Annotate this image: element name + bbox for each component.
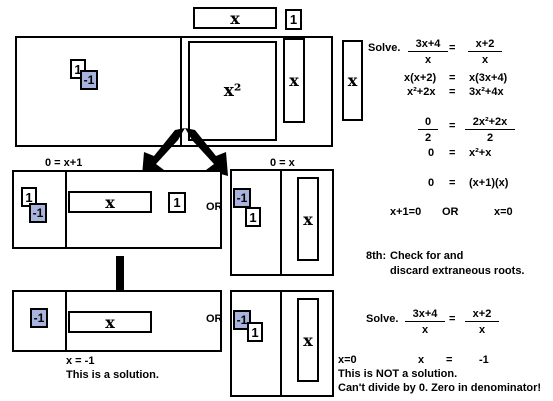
solve1-line5-left: 0	[428, 147, 435, 159]
x-tile-vertical-area-label: x	[289, 71, 299, 90]
neg-one-tile-bottom-right-label: -1	[236, 313, 248, 327]
x-tile-right-eq: x	[297, 177, 319, 261]
x-tile-top-label: x	[230, 8, 240, 28]
solve1-frac-left-den: x	[424, 54, 432, 66]
check-line1: Check for and	[390, 250, 464, 262]
solve1-line6-right: (x+1)(x)	[469, 177, 509, 189]
solve1-roots-or: OR	[442, 206, 459, 218]
x-tile-right-eq-label: x	[303, 209, 313, 229]
solve1-title: Solve.	[368, 42, 401, 54]
check-line2: discard extraneous roots.	[390, 265, 525, 277]
solve1-line4-right: 2x²+2x 2	[465, 116, 515, 145]
x-tile-bottom-left: x	[68, 311, 152, 333]
x-tile-vertical-area: x	[283, 38, 305, 123]
neg-one-tile-left-eq-label: -1	[32, 206, 44, 220]
solve2-frac-left-num: 3x+4	[405, 308, 445, 322]
solve2-frac-right-den: x	[478, 324, 486, 336]
solve1-roots-left: x+1=0	[390, 206, 422, 218]
neg-one-tile-area: -1	[80, 70, 98, 90]
area-model-large	[15, 36, 333, 147]
neg-one-tile-right-eq-label: -1	[236, 191, 248, 205]
one-tile-right-eq: 1	[245, 207, 261, 227]
solve2-frac-left-den: x	[421, 324, 429, 336]
solve2-equals: =	[449, 313, 456, 325]
solve1-equals: =	[449, 42, 456, 54]
solve1-frac-right: x+2 x	[468, 38, 502, 67]
one-tile-left-eq-label: 1	[25, 189, 33, 205]
neg-one-tile-left-eq: -1	[29, 203, 47, 223]
bottom-check-not-solution: This is NOT a solution.	[338, 368, 458, 380]
solve1-line2-eq: =	[449, 72, 456, 84]
solve1-line5-eq: =	[449, 147, 456, 159]
solve1-line4-left-den: 2	[424, 132, 432, 144]
solve2-title: Solve.	[366, 313, 399, 325]
solve1-line4-left: 0 2	[418, 116, 438, 145]
solve1-line4-eq: =	[449, 120, 456, 132]
solve1-line4-right-den: 2	[486, 132, 494, 144]
solve1-line2-left: x(x+2)	[404, 72, 437, 84]
bottom-left-divider	[65, 290, 67, 352]
one-tile-right-eq-label: 1	[249, 209, 257, 225]
x-tile-vertical-side-label: x	[347, 71, 358, 90]
solve1-line4-right-num: 2x²+2x	[465, 116, 515, 130]
x-tile-bottom-right: x	[297, 298, 319, 382]
bottom-check-x: x	[418, 354, 425, 366]
solve1-line3-eq: =	[449, 86, 456, 98]
bottom-check-neg1: -1	[479, 354, 489, 366]
area-model-divider	[180, 36, 182, 147]
solve1-frac-right-den: x	[481, 54, 489, 66]
solve1-line6-left: 0	[428, 177, 435, 189]
solve1-line3-right: 3x²+4x	[469, 86, 504, 98]
neg-one-tile-bottom-left-label: -1	[33, 311, 45, 325]
solve2-frac-right-num: x+2	[465, 308, 499, 322]
bottom-right-divider	[280, 290, 282, 397]
one-tile-left-eq-right: 1	[168, 192, 186, 213]
right-eq-label: 0 = x	[270, 157, 295, 169]
one-tile-left-eq-right-label: 1	[173, 195, 181, 210]
neg-one-tile-right-eq: -1	[233, 188, 251, 208]
split-arrows	[142, 128, 228, 176]
neg-one-tile-bottom-left: -1	[30, 308, 48, 328]
neg-one-tile-area-label: -1	[83, 73, 95, 87]
bottom-left-result: x = -1	[66, 355, 95, 367]
solve1-line2-right: x(3x+4)	[469, 72, 508, 84]
x-tile-left-eq: x	[68, 191, 152, 213]
bottom-check-divide-note: Can't divide by 0. Zero in denominator!	[338, 382, 542, 394]
solve1-roots-right: x=0	[494, 206, 513, 218]
bottom-check-x0: x=0	[338, 354, 357, 366]
x-tile-bottom-left-label: x	[105, 312, 115, 332]
solve2-frac-right: x+2 x	[465, 308, 499, 337]
or-label-bottom: OR	[206, 313, 223, 325]
x-tile-top: x	[193, 7, 277, 29]
solve1-frac-right-num: x+2	[468, 38, 502, 52]
solve1-line4-left-num: 0	[418, 116, 438, 130]
right-eq-divider	[280, 169, 282, 276]
solve1-line3-left: x²+2x	[407, 86, 436, 98]
solve1-line5-right: x²+x	[469, 147, 492, 159]
x-squared-tile-label: x²	[223, 81, 242, 101]
x-tile-left-eq-label: x	[105, 192, 115, 212]
x-squared-tile: x²	[188, 41, 277, 141]
left-eq-divider	[65, 170, 67, 249]
or-label-top: OR	[206, 201, 223, 213]
bottom-check-eq: =	[446, 354, 453, 366]
one-tile-area-label: 1	[74, 61, 82, 77]
solve1-frac-left: 3x+4 x	[408, 38, 448, 67]
neg-one-tile-bottom-right: -1	[233, 310, 251, 330]
solve1-line6-eq: =	[449, 177, 456, 189]
one-tile-top-label: 1	[289, 12, 298, 27]
one-tile-bottom-right-label: 1	[251, 324, 259, 340]
split-arrow-left	[142, 128, 185, 176]
x-tile-bottom-right-label: x	[303, 330, 313, 350]
x-tile-vertical-side: x	[342, 40, 363, 121]
split-arrow-right	[185, 128, 228, 176]
check-label: 8th:	[366, 250, 387, 262]
one-tile-top: 1	[285, 9, 302, 30]
bottom-left-note: This is a solution.	[66, 369, 159, 381]
solve2-frac-left: 3x+4 x	[405, 308, 445, 337]
left-eq-label: 0 = x+1	[45, 157, 83, 169]
one-tile-bottom-right: 1	[247, 322, 263, 342]
solve1-frac-left-num: 3x+4	[408, 38, 448, 52]
